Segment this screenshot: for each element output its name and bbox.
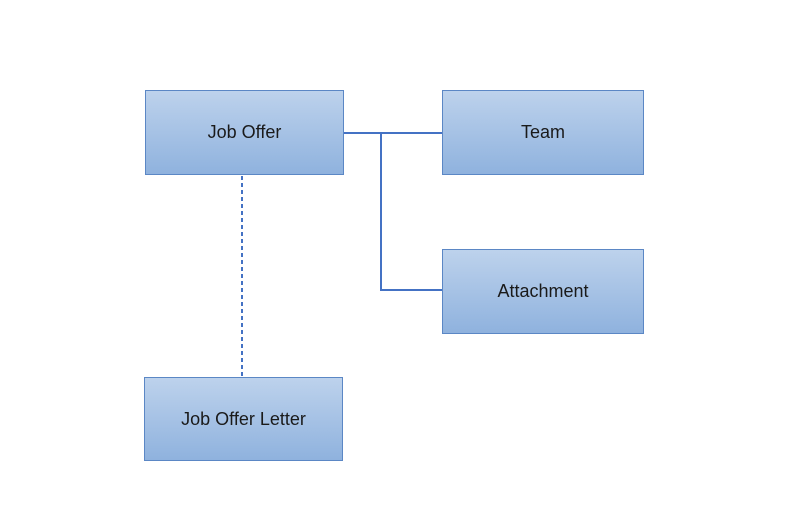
node-job-offer[interactable]: Job Offer: [145, 90, 344, 175]
connector-job-offer-attachment-vertical-segment[interactable]: [380, 132, 382, 291]
node-job-offer-label: Job Offer: [207, 122, 282, 142]
connector-job-offer-team[interactable]: [344, 132, 442, 134]
node-attachment[interactable]: Attachment: [442, 249, 644, 334]
node-job-offer-letter-label: Job Offer Letter: [181, 408, 306, 429]
node-job-offer-letter[interactable]: Job Offer Letter: [144, 377, 343, 461]
connector-job-offer-job-offer-letter[interactable]: [241, 176, 243, 377]
connector-job-offer-attachment-horizontal-segment[interactable]: [380, 289, 442, 291]
node-attachment-label: Attachment: [497, 281, 589, 301]
node-team[interactable]: Team: [442, 90, 644, 175]
node-team-label: Team: [520, 122, 565, 142]
